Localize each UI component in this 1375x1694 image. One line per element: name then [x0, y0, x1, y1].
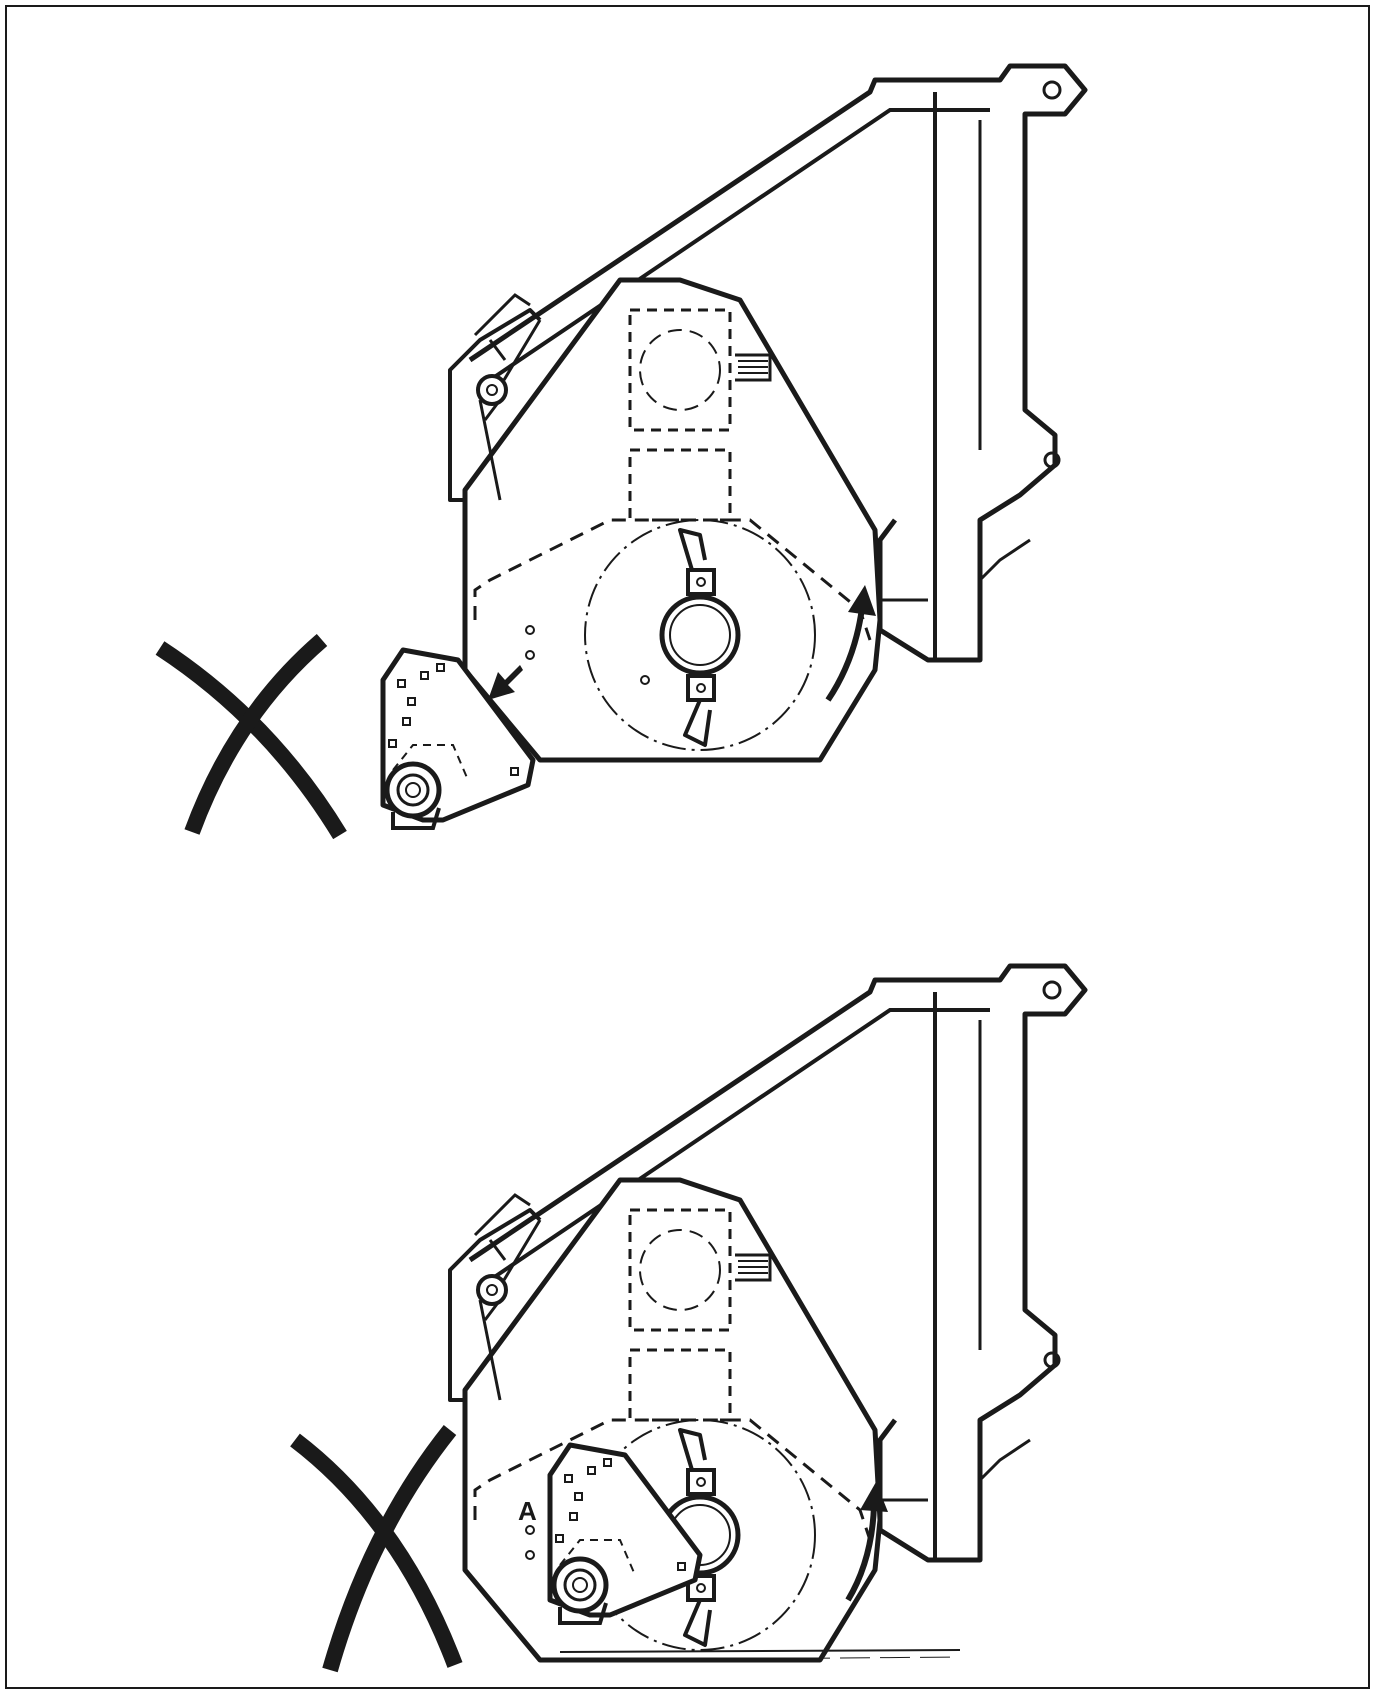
direction-arrow-icon	[488, 665, 523, 700]
figure-border	[5, 5, 1370, 1689]
panel-bottom: A	[290, 966, 1085, 1673]
cross-mark-icon	[290, 1425, 463, 1673]
ground-line	[559, 1649, 961, 1661]
mower-bottom	[450, 966, 1085, 1660]
callout-label: A	[518, 1496, 537, 1526]
panel-top	[155, 66, 1085, 840]
mower-top	[450, 66, 1085, 760]
cross-mark-icon	[155, 633, 347, 840]
rotation-arrow-icon	[845, 1482, 888, 1602]
rotation-arrow-icon	[825, 585, 876, 702]
